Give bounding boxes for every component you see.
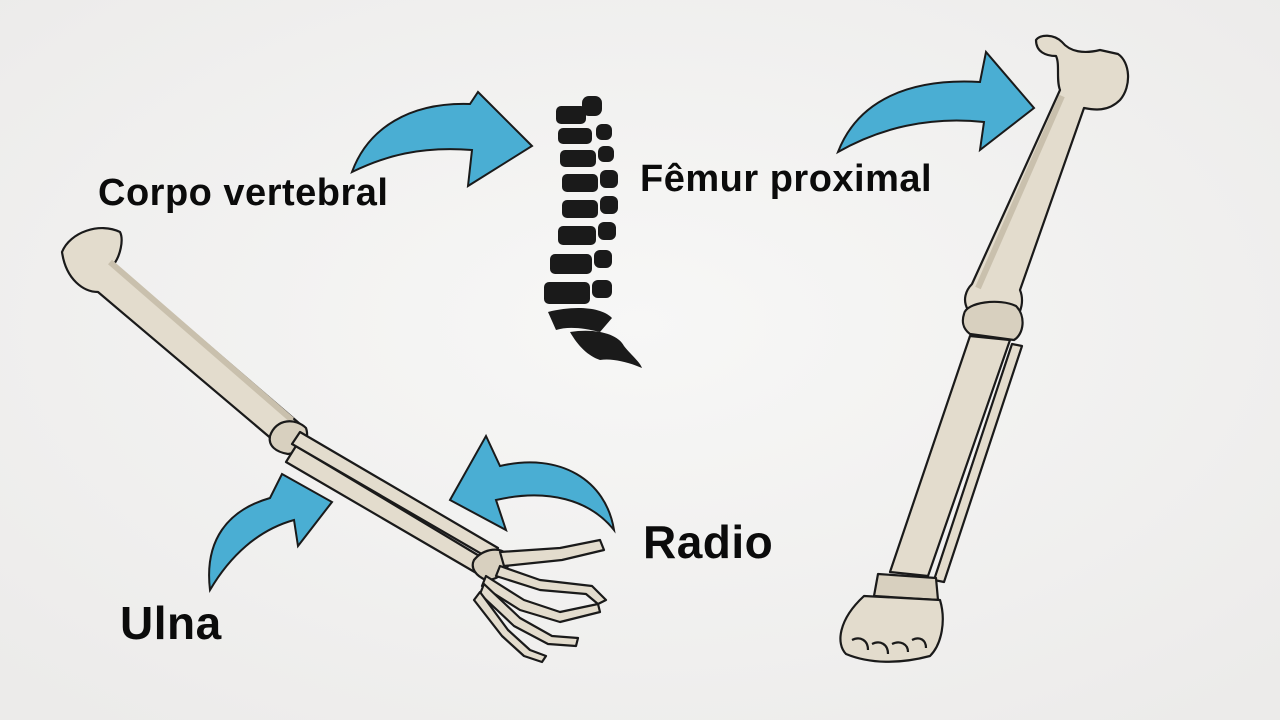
label-corpo-vertebral: Corpo vertebral [98,172,388,215]
label-radio: Radio [643,515,773,569]
label-femur-proximal: Fêmur proximal [640,158,932,201]
label-ulna: Ulna [120,596,222,650]
